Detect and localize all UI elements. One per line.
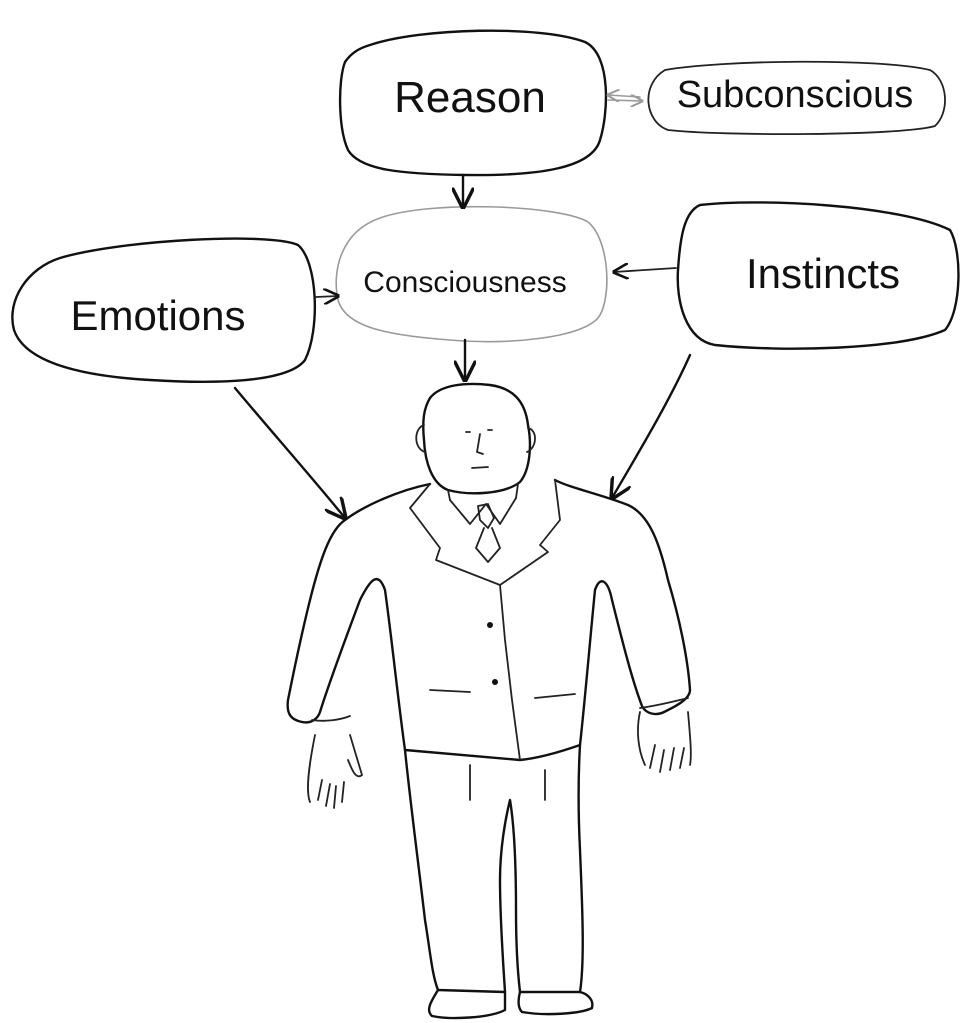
emotions-bubble xyxy=(11,237,317,384)
person-hand-left xyxy=(307,734,363,809)
reason-node: Reason xyxy=(338,29,608,177)
arrow-instincts-consciousness xyxy=(614,268,677,272)
person-jacket xyxy=(286,478,692,762)
instincts-bubble xyxy=(676,201,960,350)
subconscious-label: Subconscious xyxy=(677,74,914,116)
person-figure xyxy=(286,382,692,1020)
person-ear-right xyxy=(526,427,536,453)
person-neck xyxy=(447,483,519,501)
person-trouser-crease xyxy=(469,764,546,801)
arrow-emotions-person xyxy=(233,386,345,518)
person-mouth xyxy=(471,466,489,469)
person-nose xyxy=(476,433,484,455)
subconscious-bubble xyxy=(647,60,946,135)
emotions-node: Emotions xyxy=(11,237,317,384)
person-jacket-front xyxy=(499,584,521,761)
person-shirt-collar xyxy=(449,497,517,525)
consciousness-node: Consciousness xyxy=(335,205,608,343)
person-trousers xyxy=(403,743,584,994)
person-pocket-right xyxy=(534,693,576,699)
person-lapel-right xyxy=(499,479,561,586)
person-cuff-right xyxy=(639,697,689,709)
person-button-bottom xyxy=(492,679,498,685)
arrow-reason-subconscious xyxy=(607,100,642,101)
reason-bubble xyxy=(338,29,608,177)
person-hand-right xyxy=(637,711,692,773)
consciousness-label: Consciousness xyxy=(363,266,566,299)
emotions-label: Emotions xyxy=(70,292,245,339)
person-button-top xyxy=(487,622,493,628)
person-lapel-left xyxy=(409,483,501,586)
arrow-instincts-person xyxy=(612,353,692,498)
person-cuff-left xyxy=(311,715,351,722)
arrow-emotions-consciousness xyxy=(315,296,338,297)
instincts-label: Instincts xyxy=(746,250,900,297)
reason-label: Reason xyxy=(394,73,546,122)
subconscious-node: Subconscious xyxy=(647,60,946,135)
person-head xyxy=(422,382,532,495)
person-shoe-right xyxy=(517,990,594,1016)
person-pocket-left xyxy=(429,689,471,693)
instincts-node: Instincts xyxy=(676,201,960,350)
arrow-subconscious-reason xyxy=(608,95,641,97)
person-shoe-left xyxy=(427,988,507,1020)
person-ear-left xyxy=(415,424,426,453)
person-tie xyxy=(475,503,501,563)
